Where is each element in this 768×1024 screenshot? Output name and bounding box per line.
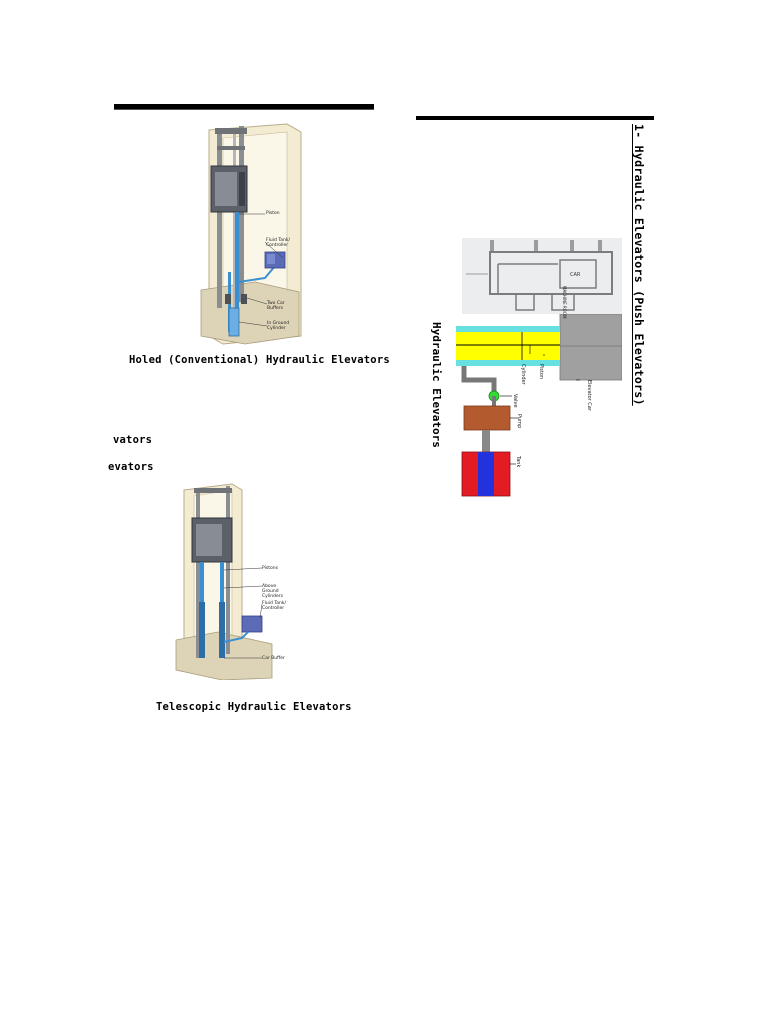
hydraulic-schematic <box>456 313 623 498</box>
telescopic-elevator-illustration <box>175 483 273 681</box>
diagram-title: Hydraulic Elevators <box>430 322 443 448</box>
label-tank: Tank <box>515 456 521 468</box>
label-pump: Pump <box>516 414 522 429</box>
cut-text-1: vators <box>113 434 153 446</box>
section-heading: 1- Hydraulic Elevators (Push Elevators) <box>632 124 646 406</box>
label-in-ground-cylinder: In Ground Cylinder <box>267 321 290 331</box>
section-rule-left <box>114 104 374 110</box>
label-fluid-tank-2: Fluid Tank/ Controller <box>262 601 286 611</box>
label-valve: Valve <box>512 394 518 408</box>
label-car: CAR <box>570 272 581 278</box>
telescopic-elevator-figure <box>172 482 276 681</box>
label-cylinder: Cylinder <box>520 364 526 385</box>
label-two-car-buffers: Two Car Buffers <box>267 301 285 311</box>
label-piston-right: Piston <box>538 364 544 380</box>
caption-telescopic-elevators: Telescopic Hydraulic Elevators <box>156 701 352 713</box>
hydraulic-schematic-drawing <box>456 313 623 497</box>
caption-holed-elevators: Holed (Conventional) Hydraulic Elevators <box>129 354 390 366</box>
machine-room-schematic-drawing: CAR <box>466 240 613 311</box>
label-machine-room: MACHINE ROOM <box>562 286 567 319</box>
section-rule-right <box>416 116 654 120</box>
holed-elevator-figure <box>195 122 315 348</box>
label-pistons: Pistons <box>262 566 278 571</box>
holed-elevator-illustration <box>200 123 302 345</box>
machine-room-schematic: CAR <box>462 238 622 314</box>
label-above-ground-cylinders: Above Ground Cylinders <box>262 584 283 599</box>
label-fluid-tank: Fluid Tank/ Controller <box>266 238 290 248</box>
label-elevator-car: Elevator Car <box>586 380 592 411</box>
label-piston: Piston <box>266 211 280 216</box>
label-car-buffer: Car Buffer <box>262 656 285 661</box>
cut-text-2: evators <box>108 461 154 473</box>
